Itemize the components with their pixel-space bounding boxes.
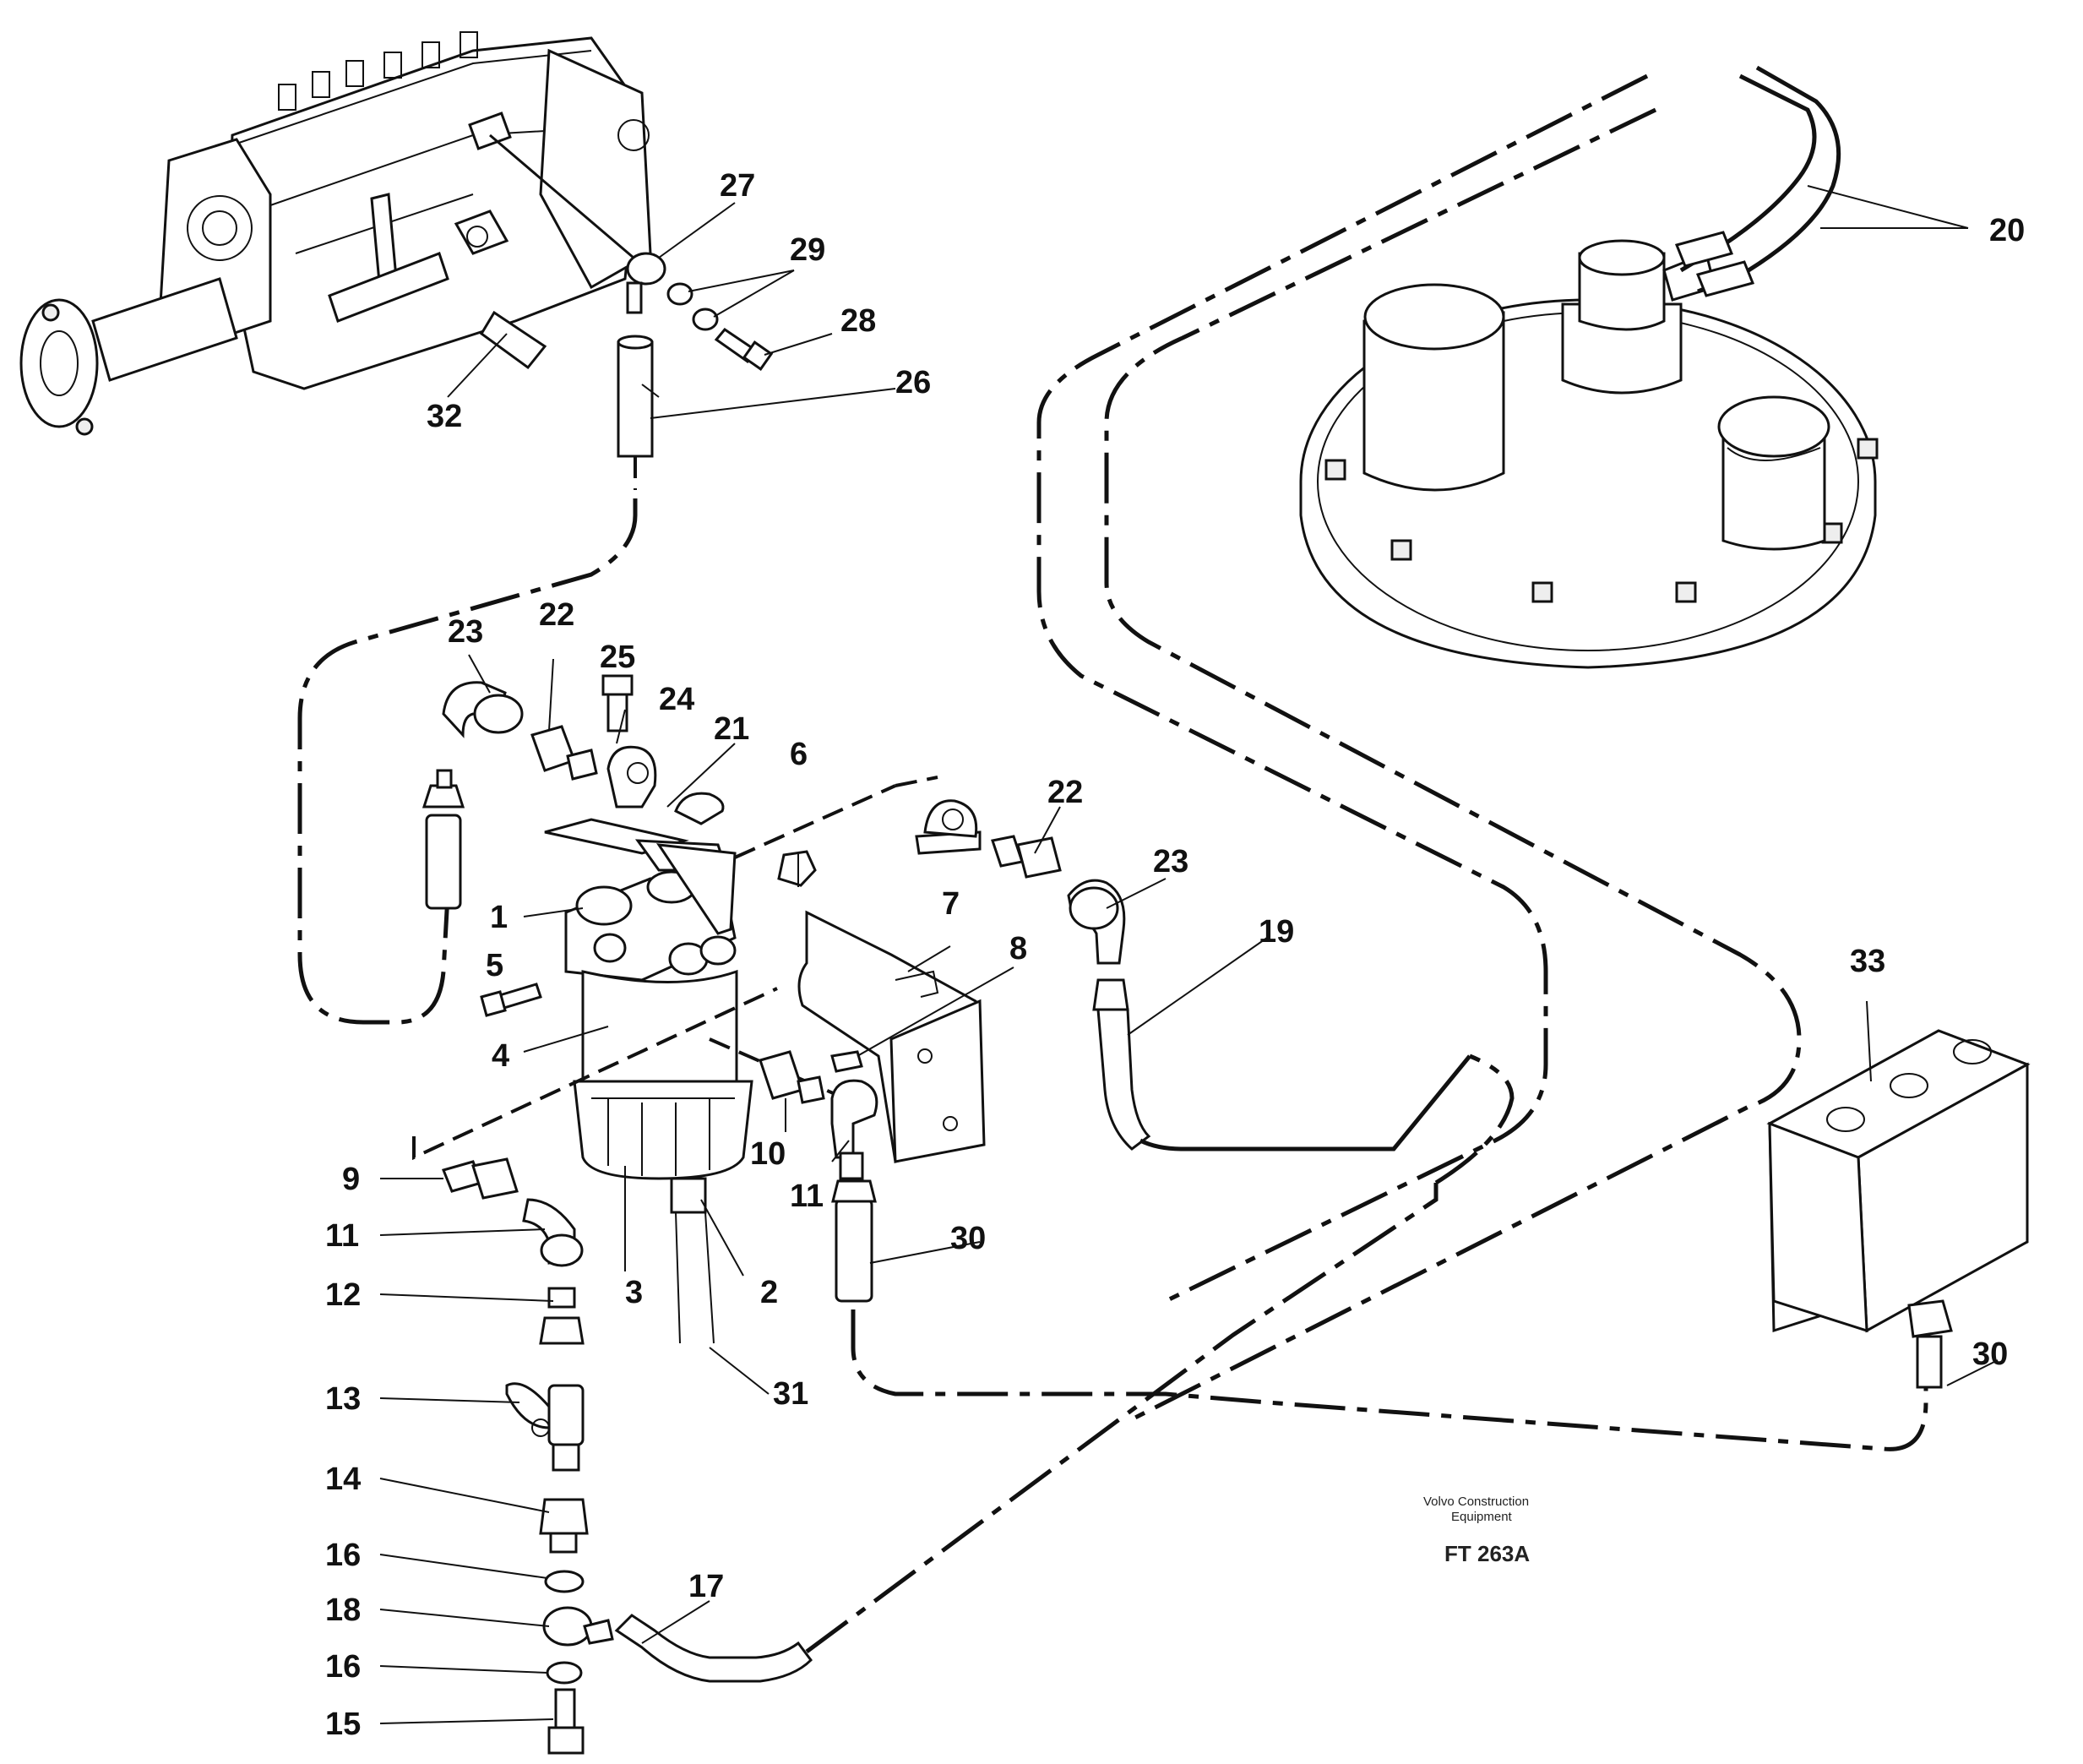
injection-pump xyxy=(19,31,652,436)
label-29: 29 xyxy=(790,232,825,268)
fittings-10-11 xyxy=(759,1050,878,1303)
label-30b: 30 xyxy=(1972,1337,2008,1372)
bolt-5 xyxy=(480,983,542,1017)
pump-return-line xyxy=(489,133,774,490)
label-16b: 16 xyxy=(325,1649,361,1685)
label-6: 6 xyxy=(790,737,808,772)
label-22b: 22 xyxy=(1047,775,1083,810)
label-14: 14 xyxy=(325,1462,361,1497)
label-32: 32 xyxy=(427,399,462,434)
part-labels: 1 2 3 4 5 6 7 8 9 10 11 11 12 13 14 16 1… xyxy=(325,168,2025,1742)
label-20: 20 xyxy=(1989,213,2025,248)
label-13: 13 xyxy=(325,1381,361,1417)
label-9: 9 xyxy=(342,1162,360,1197)
label-25: 25 xyxy=(600,640,635,675)
label-11b: 11 xyxy=(790,1179,824,1214)
label-1: 1 xyxy=(490,900,508,935)
label-8: 8 xyxy=(1009,931,1027,966)
fittings-19-22-23 xyxy=(915,799,1471,1152)
label-30a: 30 xyxy=(950,1221,986,1256)
label-10: 10 xyxy=(750,1136,786,1172)
caption-block: Volvo Construction Equipment FT 263A xyxy=(1423,1494,1530,1566)
label-4: 4 xyxy=(492,1038,509,1074)
fuel-tank-cover xyxy=(1299,65,1879,669)
label-11a: 11 xyxy=(325,1218,359,1254)
label-7: 7 xyxy=(942,886,960,922)
fuel-filter xyxy=(564,843,753,1344)
caption-company-line2: Equipment xyxy=(1451,1510,1513,1524)
filter-inlet-fittings xyxy=(421,674,817,910)
label-16a: 16 xyxy=(325,1538,361,1573)
label-24: 24 xyxy=(659,682,694,717)
label-27: 27 xyxy=(720,168,755,204)
caption-company: Volvo Construction xyxy=(1423,1494,1529,1509)
label-23b: 23 xyxy=(1153,844,1188,879)
label-15: 15 xyxy=(325,1707,361,1742)
drain-fittings xyxy=(441,1157,614,1755)
label-21: 21 xyxy=(714,711,749,747)
label-2: 2 xyxy=(760,1275,778,1310)
label-22a: 22 xyxy=(539,597,574,633)
left-loop-line xyxy=(297,498,638,1025)
leader-lines xyxy=(379,185,1999,1724)
label-18: 18 xyxy=(325,1592,361,1628)
right-return-lines xyxy=(851,74,1928,1451)
label-33: 33 xyxy=(1850,944,1885,979)
label-31: 31 xyxy=(773,1376,808,1412)
label-5: 5 xyxy=(486,948,503,983)
block-33 xyxy=(1766,1029,2031,1389)
label-19: 19 xyxy=(1259,914,1294,950)
label-26: 26 xyxy=(895,365,931,400)
label-3: 3 xyxy=(625,1275,643,1310)
label-23a: 23 xyxy=(448,614,483,650)
hose-17 xyxy=(614,1183,1439,1683)
caption-code: FT 263A xyxy=(1444,1541,1530,1566)
label-12: 12 xyxy=(325,1277,361,1313)
label-17: 17 xyxy=(688,1569,724,1604)
label-28: 28 xyxy=(840,303,876,339)
